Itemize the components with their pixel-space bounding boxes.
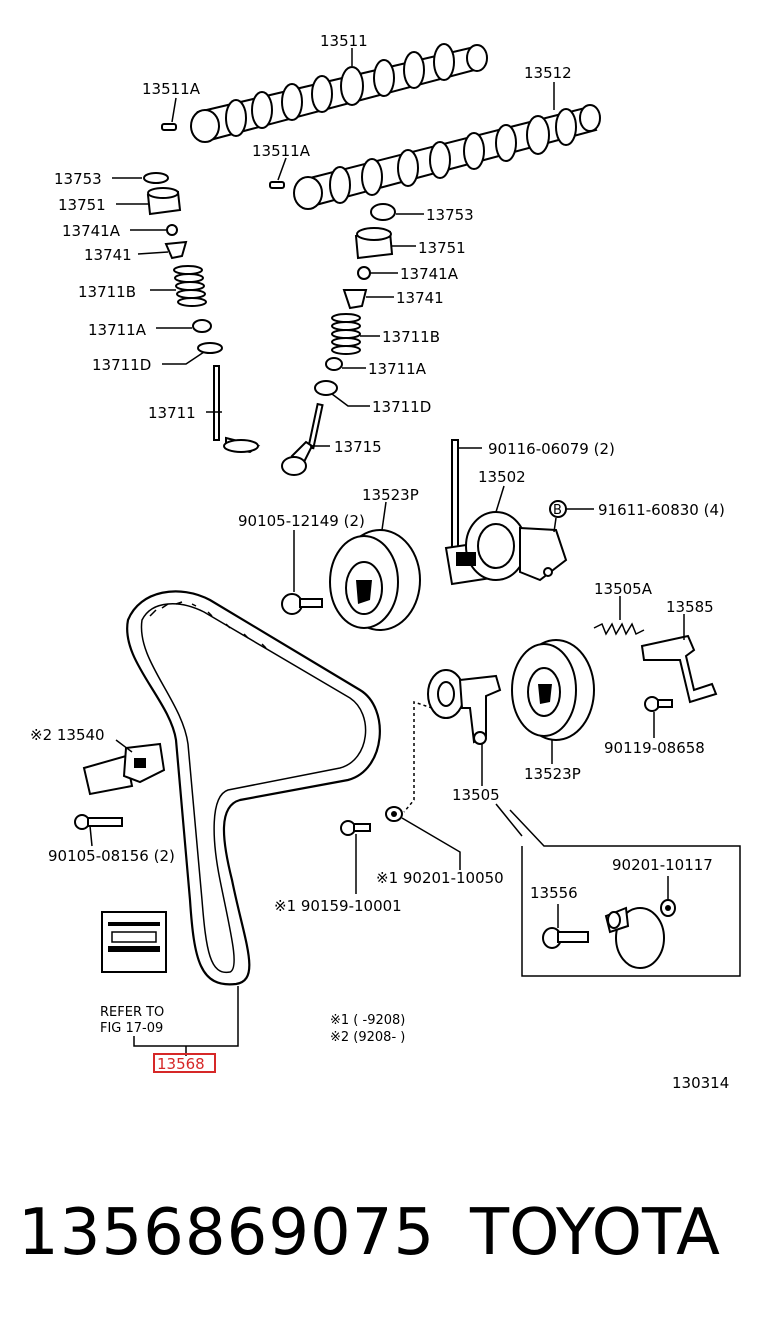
label-13540: ※2 13540 xyxy=(30,726,105,744)
valve-13715[interactable] xyxy=(281,402,324,476)
shim-13753-right[interactable] xyxy=(370,203,396,221)
seat-13711d-right[interactable] xyxy=(314,380,338,396)
label-90119-08658: 90119-08658 xyxy=(604,739,705,757)
pin-13511a-right[interactable] xyxy=(269,181,285,189)
note-1: ※1 ( -9208) xyxy=(330,1013,405,1028)
label-13511: 13511 xyxy=(320,32,368,50)
label-90201-10050: ※1 90201-10050 xyxy=(376,869,504,887)
spring-13711b-right[interactable] xyxy=(331,313,361,355)
label-13568[interactable]: 13568 xyxy=(157,1055,205,1073)
tensioner-13540[interactable] xyxy=(82,742,166,796)
label-13711b-right: 13711B xyxy=(382,328,440,346)
spring-13711b-left[interactable] xyxy=(173,265,207,307)
label-13711a-right: 13711A xyxy=(368,360,427,378)
figure-number: 130314 xyxy=(672,1074,729,1092)
part-number: 1356869075 xyxy=(18,1196,436,1270)
pin-13511a-left[interactable] xyxy=(161,123,177,131)
retainer-13741-left[interactable] xyxy=(164,240,188,260)
label-13741-right: 13741 xyxy=(396,289,444,307)
label-13505: 13505 xyxy=(452,786,500,804)
camshaft-13512[interactable] xyxy=(293,104,601,210)
label-13502: 13502 xyxy=(478,468,526,486)
washer-90201-10117[interactable] xyxy=(660,899,676,917)
label-13741a-left: 13741A xyxy=(62,222,121,240)
highlight-box xyxy=(153,1053,216,1073)
label-90159-10001: ※1 90159-10001 xyxy=(274,897,402,915)
label-13585: 13585 xyxy=(666,598,714,616)
refer-line-1: REFER TO xyxy=(100,1005,164,1020)
seal-13711a-right[interactable] xyxy=(325,357,343,371)
label-13523p-top: 13523P xyxy=(362,486,419,504)
refer-fig-icon xyxy=(101,911,167,973)
timing-belt-13568[interactable] xyxy=(126,590,381,986)
label-13711d-left: 13711D xyxy=(92,356,151,374)
parts-diagram: 13511 13511A 13512 13511A 13753 13751 13… xyxy=(30,32,741,1092)
label-13711a-left: 13711A xyxy=(88,321,147,339)
pulley-13523p-bottom[interactable] xyxy=(511,639,595,741)
label-13711: 13711 xyxy=(148,404,196,422)
label-13753-left: 13753 xyxy=(54,170,102,188)
bracket-13585[interactable] xyxy=(640,634,718,704)
label-13715: 13715 xyxy=(334,438,382,456)
seat-13711d-left[interactable] xyxy=(197,342,223,354)
label-13556: 13556 xyxy=(530,884,578,902)
label-90105-08156: 90105-08156 (2) xyxy=(48,847,175,865)
tensioner-13505[interactable] xyxy=(427,669,502,745)
label-13751-left: 13751 xyxy=(58,196,106,214)
refer-line-2: FIG 17-09 xyxy=(100,1021,163,1036)
label-13512: 13512 xyxy=(524,64,572,82)
inset-box xyxy=(495,803,741,977)
label-13511a-left: 13511A xyxy=(142,80,201,98)
brand-name: TOYOTA xyxy=(470,1196,720,1270)
retainer-13741-right[interactable] xyxy=(342,289,368,310)
idler-pulley-inset[interactable] xyxy=(604,906,665,969)
label-13511a-right: 13511A xyxy=(252,142,311,160)
pulley-13523p-top[interactable] xyxy=(329,529,421,631)
footer: 1356869075 TOYOTA xyxy=(0,1188,760,1278)
bolt-90105-12149[interactable] xyxy=(281,593,323,615)
keeper-13741a-right[interactable] xyxy=(357,266,371,280)
label-90116-06079: 90116-06079 (2) xyxy=(488,440,615,458)
label-marker-b: B xyxy=(553,503,562,518)
idler-bracket-13502[interactable] xyxy=(444,511,568,586)
camshaft-13511[interactable] xyxy=(190,43,488,143)
label-91611-60830: 91611-60830 (4) xyxy=(598,501,725,519)
label-13741-left: 13741 xyxy=(84,246,132,264)
keeper-13741a-left[interactable] xyxy=(166,224,178,236)
seal-13711a-left[interactable] xyxy=(192,319,212,333)
label-13711d-right: 13711D xyxy=(372,398,431,416)
lifter-13751-left[interactable] xyxy=(146,187,182,216)
label-13751-right: 13751 xyxy=(418,239,466,257)
bolt-90105-08156[interactable] xyxy=(74,814,123,830)
valve-13711[interactable] xyxy=(213,365,261,454)
note-2: ※2 (9208- ) xyxy=(330,1030,405,1045)
stud-90116-06079[interactable] xyxy=(451,439,459,551)
label-13711b-left: 13711B xyxy=(78,283,136,301)
label-90105-12149: 90105-12149 (2) xyxy=(238,512,365,530)
bolt-90119-08658[interactable] xyxy=(644,696,673,712)
label-13523p-bottom: 13523P xyxy=(524,765,581,783)
label-13741a-right: 13741A xyxy=(400,265,459,283)
bolt-13556[interactable] xyxy=(542,927,589,949)
bolt-90159-10001[interactable] xyxy=(340,820,371,836)
label-13753-right: 13753 xyxy=(426,206,474,224)
washer-90201-10050[interactable] xyxy=(385,806,403,822)
spring-13505a[interactable] xyxy=(593,622,645,636)
shim-13753-left[interactable] xyxy=(143,172,169,184)
label-13505a: 13505A xyxy=(594,580,653,598)
lifter-13751-right[interactable] xyxy=(354,227,394,260)
label-90201-10117: 90201-10117 xyxy=(612,856,713,874)
